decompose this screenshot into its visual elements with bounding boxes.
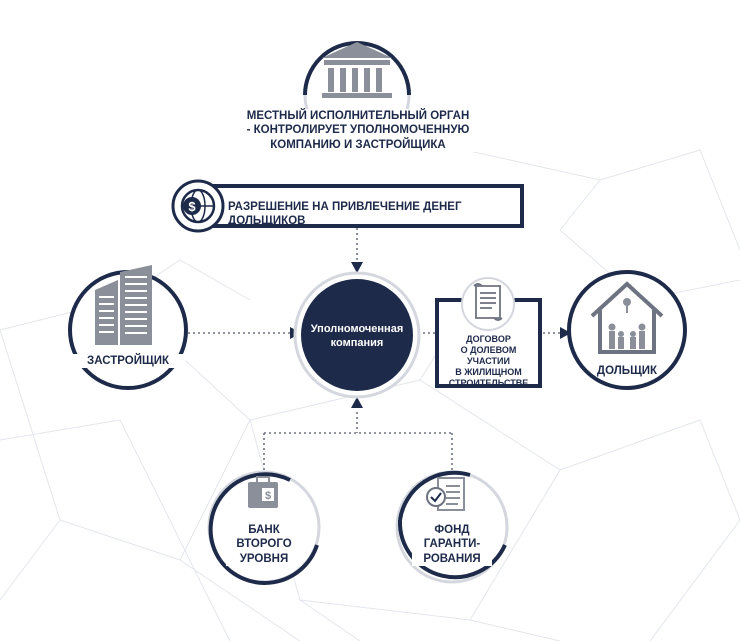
connectors	[188, 228, 560, 470]
svg-text:$: $	[265, 490, 271, 502]
shareholder-label: ДОЛЬЩИК	[596, 365, 658, 377]
company-line-2: компания	[330, 336, 384, 349]
document-scroll-icon	[473, 283, 503, 321]
authority-line-3: КОМПАНИЮ И ЗАСТРОЙЩИКА	[270, 138, 446, 151]
bank-line-1: БАНК	[248, 524, 280, 536]
bank-line-3: УРОВНЯ	[239, 552, 289, 565]
bank-label: БАНК ВТОРОГО УРОВНЯ	[226, 523, 302, 567]
contract-line-2: О ДОЛЕВОМ УЧАСТИИ	[460, 344, 517, 366]
svg-text:$: $	[188, 199, 196, 214]
developer-label: ЗАСТРОЙЩИК	[70, 354, 186, 369]
fund-line-3: РОВАНИЯ	[423, 552, 481, 565]
company-line-1: Уполномоченная	[310, 323, 404, 335]
fund-line-2: ГАРАНТИ-	[423, 538, 481, 551]
contract-label: ДОГОВОР О ДОЛЕВОМ УЧАСТИИ В ЖИЛИЩНОМ СТР…	[440, 334, 537, 389]
fund-line-1: ФОНД	[434, 524, 470, 536]
briefcase-money-icon: $	[248, 476, 278, 508]
shareholder-node	[567, 270, 687, 390]
authority-label: МЕСТНЫЙ ИСПОЛНИТЕЛЬНЫЙ ОРГАН - КОНТРОЛИР…	[228, 109, 488, 153]
contract-line-1: ДОГОВОР	[466, 334, 511, 344]
bank-line-2: ВТОРОГО	[236, 538, 292, 551]
company-label: Уполномоченная компания	[302, 323, 412, 351]
checklist-document-icon	[426, 477, 465, 511]
contract-line-3: В ЖИЛИЩНОМ	[455, 366, 522, 377]
government-building-icon	[322, 42, 392, 98]
permit-node: $	[171, 179, 524, 233]
authority-line-1: МЕСТНЫЙ ИСПОЛНИТЕЛЬНЫЙ ОРГАН	[246, 110, 470, 122]
fund-label: ФОНД ГАРАНТИ- РОВАНИЯ	[412, 523, 492, 567]
company-node	[293, 271, 421, 399]
buildings-icon	[95, 265, 152, 345]
permit-label: РАЗРЕШЕНИЕ НА ПРИВЛЕЧЕНИЕ ДЕНЕГ ДОЛЬЩИКО…	[228, 201, 462, 228]
globe-dollar-icon: $	[180, 188, 216, 224]
authority-line-2: - КОНТРОЛИРУЕТ УПОЛНОМОЧЕННУЮ	[246, 124, 470, 137]
developer-node	[68, 265, 188, 390]
contract-line-4: СТРОИТЕЛЬСТВЕ	[448, 377, 529, 388]
contract-node	[435, 277, 542, 388]
house-family-icon	[590, 281, 664, 354]
